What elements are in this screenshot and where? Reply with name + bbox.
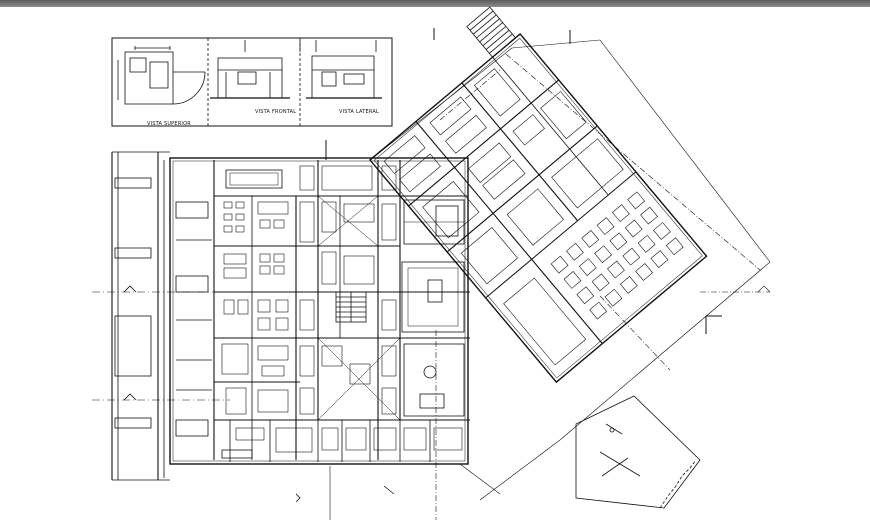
- side-view-label: VISTA LATERAL: [339, 109, 379, 115]
- window-top-bar: [0, 0, 870, 7]
- site-boundary: [369, 39, 771, 501]
- detail-views-panel: [111, 37, 393, 127]
- front-view-label: VISTA FRONTAL: [255, 109, 297, 115]
- rotated-wing: [369, 6, 708, 384]
- left-street-strip: [92, 151, 440, 481]
- main-building: [169, 157, 470, 465]
- site-key-plan: [575, 395, 701, 509]
- top-view-label: VISTA SUPERIOR: [147, 121, 191, 127]
